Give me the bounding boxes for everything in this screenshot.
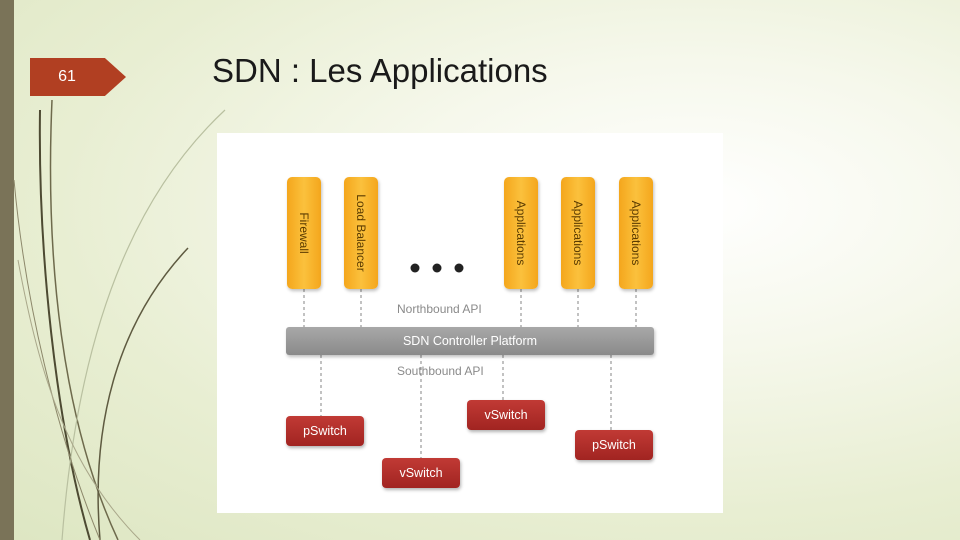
decorative-swoosh-lines bbox=[13, 99, 226, 540]
left-accent-bar bbox=[0, 0, 14, 540]
app-label-applications: Applications bbox=[629, 200, 643, 266]
app-label-load-balancer: Load Balancer bbox=[354, 194, 368, 272]
slide-number: 61 bbox=[58, 68, 76, 85]
slide-number-tab bbox=[30, 58, 126, 96]
app-box-firewall: Firewall bbox=[287, 177, 321, 289]
southbound-api-label: Southbound API bbox=[397, 364, 484, 378]
app-box-applications: Applications bbox=[619, 177, 653, 289]
app-box-applications: Applications bbox=[504, 177, 538, 289]
switch-vswitch: vSwitch bbox=[382, 458, 460, 488]
app-label-firewall: Firewall bbox=[297, 212, 311, 254]
northbound-api-label: Northbound API bbox=[397, 302, 482, 316]
slide-title: SDN : Les Applications bbox=[212, 52, 548, 89]
controller-label: SDN Controller Platform bbox=[402, 334, 538, 348]
app-label-applications: Applications bbox=[571, 200, 585, 266]
switch-label: pSwitch bbox=[303, 424, 347, 438]
app-label-applications: Applications bbox=[514, 200, 528, 266]
sdn-controller-platform: SDN Controller Platform bbox=[286, 327, 654, 355]
switch-label: vSwitch bbox=[484, 408, 528, 422]
switch-label: pSwitch bbox=[592, 438, 636, 452]
switch-pswitch: pSwitch bbox=[575, 430, 653, 460]
switch-pswitch: pSwitch bbox=[286, 416, 364, 446]
app-box-applications: Applications bbox=[561, 177, 595, 289]
switch-label: vSwitch bbox=[399, 466, 443, 480]
ellipsis-dots bbox=[407, 252, 471, 282]
app-box-load-balancer: Load Balancer bbox=[344, 177, 378, 289]
switch-vswitch: vSwitch bbox=[467, 400, 545, 430]
